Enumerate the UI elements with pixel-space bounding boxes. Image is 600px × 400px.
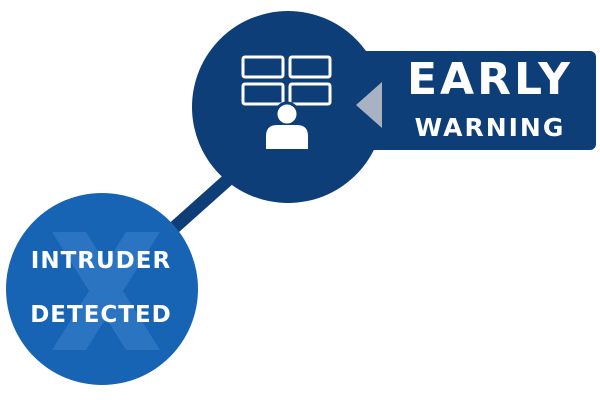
triangle-pointer-icon	[356, 82, 382, 128]
early-warning-title: EARLY	[406, 54, 574, 105]
operator-figure	[266, 101, 308, 149]
early-warning-subtitle: WARNING	[414, 113, 566, 142]
early-warning-box	[352, 51, 596, 150]
x-mark-icon	[52, 232, 160, 350]
intruder-label: INTRUDER	[30, 248, 172, 274]
detected-label: DETECTED	[30, 302, 172, 328]
video-wall-operator-icon	[241, 55, 332, 106]
